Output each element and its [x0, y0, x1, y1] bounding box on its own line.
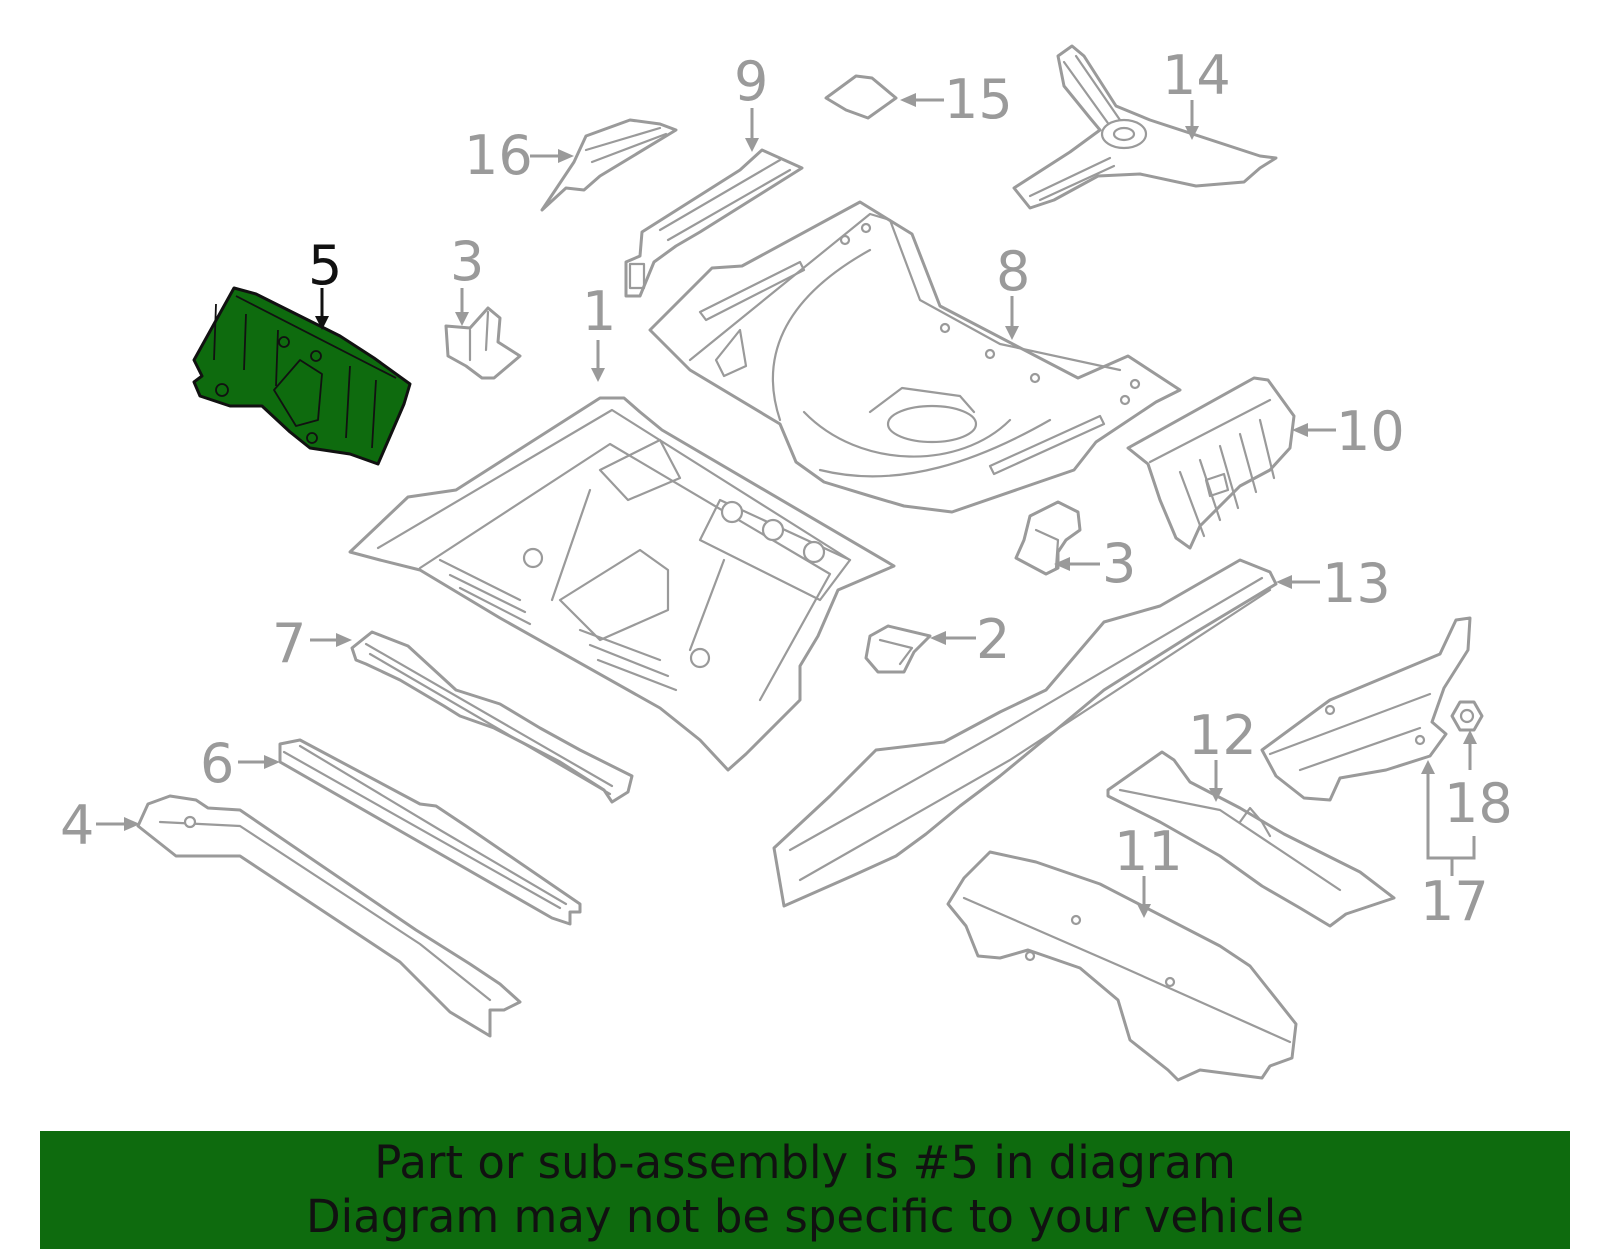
- info-banner: Part or sub-assembly is #5 in diagram Di…: [40, 1131, 1570, 1249]
- callout-9: 9: [734, 50, 768, 113]
- callout-11: 11: [1114, 820, 1183, 883]
- part-15-patch[interactable]: [824, 74, 898, 120]
- parts-diagram: 1 2 3 3 4 5 6 7 8 9 10 11 12 13 14 15 16…: [60, 44, 1513, 1082]
- callout-2: 2: [976, 608, 1010, 671]
- part-1-floor-pan[interactable]: [348, 396, 896, 772]
- callout-14: 14: [1162, 44, 1231, 107]
- banner-line-2: Diagram may not be specific to your vehi…: [306, 1190, 1304, 1243]
- part-2-bracket[interactable]: [864, 624, 932, 674]
- part-17-bracket[interactable]: [1260, 616, 1472, 802]
- callout-6: 6: [200, 732, 234, 795]
- callout-1: 1: [582, 280, 616, 343]
- part-12-bracket[interactable]: [1106, 750, 1396, 928]
- part-9-rail[interactable]: [624, 148, 804, 298]
- callout-13: 13: [1322, 552, 1391, 615]
- part-11-crossmember[interactable]: [946, 850, 1298, 1082]
- callout-18: 18: [1444, 772, 1513, 835]
- part-3-bracket-right[interactable]: [1014, 500, 1082, 576]
- callout-3b: 3: [1102, 532, 1136, 595]
- part-10-panel[interactable]: [1126, 376, 1296, 550]
- callout-3a: 3: [450, 230, 484, 293]
- part-13-side-rail[interactable]: [772, 558, 1278, 908]
- callout-17: 17: [1420, 870, 1489, 933]
- callout-12: 12: [1188, 704, 1257, 767]
- part-7-reinforcement[interactable]: [350, 630, 634, 804]
- part-6-crossmember[interactable]: [278, 738, 582, 926]
- part-5-highlighted[interactable]: [192, 286, 412, 466]
- callout-16: 16: [464, 124, 533, 187]
- part-8-rear-floor[interactable]: [648, 200, 1182, 514]
- part-18-nut[interactable]: [1450, 700, 1484, 732]
- callout-15: 15: [944, 68, 1013, 131]
- callout-8: 8: [996, 240, 1030, 303]
- banner-line-1: Part or sub-assembly is #5 in diagram: [374, 1136, 1236, 1189]
- callout-4: 4: [60, 794, 94, 857]
- part-14-brace[interactable]: [1012, 44, 1278, 210]
- part-16-gusset[interactable]: [540, 118, 678, 212]
- callout-labels: 1 2 3 3 4 5 6 7 8 9 10 11 12 13 14 15 16…: [60, 44, 1513, 933]
- callout-7: 7: [272, 612, 306, 675]
- part-4-crossmember[interactable]: [136, 794, 522, 1038]
- callout-arrows: [96, 93, 1477, 918]
- callout-5: 5: [308, 234, 342, 297]
- callout-10: 10: [1336, 400, 1405, 463]
- part-3-bracket-left[interactable]: [444, 306, 522, 380]
